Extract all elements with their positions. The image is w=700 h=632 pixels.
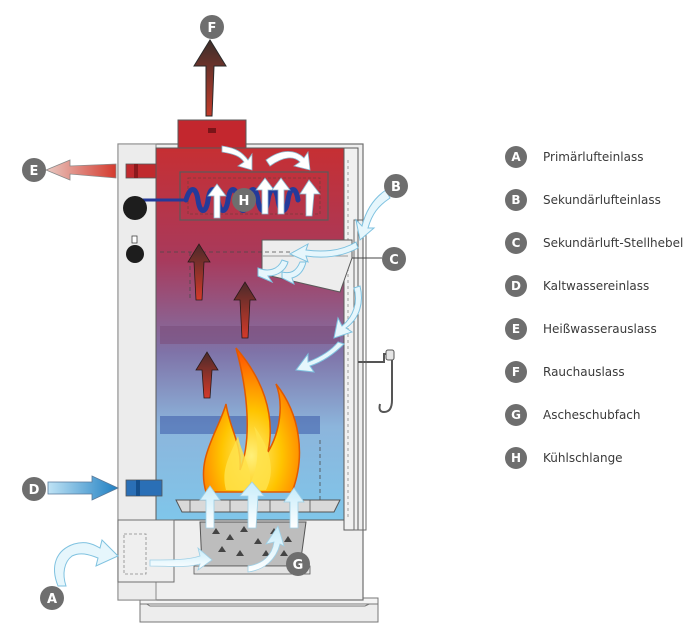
legend-label-d: Kaltwassereinlass [543,279,650,293]
door-handle [358,353,393,414]
legend-label-a: Primärlufteinlass [543,150,644,164]
legend-label-c: Sekundärluft-Stellhebel [543,236,684,250]
hot-water-pipe [125,163,157,179]
marker-e: E [22,158,46,182]
cold-water-inlet-arrow [47,475,119,501]
hot-air-arrows [187,243,257,399]
svg-text:G: G [293,558,304,573]
legend-label-f: Rauchauslass [543,365,625,379]
primary-air-inlet-arrow [54,539,119,587]
legend-badge-c: C [505,232,527,254]
cold-water-pipe [125,479,163,497]
control-knob-large [123,196,147,220]
legend-label-e: Heißwasserauslass [543,322,657,336]
legend-badge-e: E [505,318,527,340]
svg-text:B: B [391,180,401,195]
secondary-air-arrows [257,189,391,373]
heat-exchanger [179,171,329,221]
svg-text:F: F [208,21,217,36]
svg-text:H: H [239,194,250,209]
legend-badge-d: D [505,275,527,297]
marker-h: H [232,188,256,212]
primary-air-arrows [149,481,305,573]
legend-badge-h: H [505,447,527,469]
legend-item-e: E Heißwasserauslass [505,318,657,340]
flue-pipe-slot [208,128,216,133]
top-circulation-arrows [207,145,321,219]
legend-label-h: Kühlschlange [543,451,623,465]
marker-a: A [40,586,64,610]
legend-badge-g: G [505,404,527,426]
legend-item-b: B Sekundärlufteinlass [505,189,661,211]
svg-text:C: C [389,253,399,268]
marker-g: G [286,552,310,576]
legend-item-c: C Sekundärluft-Stellhebel [505,232,683,254]
ash-particles [212,526,292,556]
marker-d: D [22,477,46,501]
svg-text:E: E [30,164,39,179]
primary-air-inlet-box [117,519,175,583]
marker-b: B [384,174,408,198]
hot-water-outlet-arrow [44,159,117,181]
marker-c: C [382,247,406,271]
legend-item-h: H Kühlschlange [505,447,623,469]
legend-item-a: A Primärlufteinlass [505,146,643,168]
flue-pipe [177,119,247,149]
legend-item-f: F Rauchauslass [505,361,625,383]
legend-item-g: G Ascheschubfach [505,404,641,426]
svg-text:A: A [47,592,57,607]
legend-item-d: D Kaltwassereinlass [505,275,649,297]
legend-badge-a: A [505,146,527,168]
legend-badge-f: F [505,361,527,383]
svg-text:D: D [29,483,40,498]
legend-label-g: Ascheschubfach [543,408,641,422]
smoke-outlet-arrow [193,39,227,117]
legend-badge-b: B [505,189,527,211]
marker-f: F [200,15,224,39]
fire-flames [202,347,301,493]
door-frame [343,147,359,531]
legend-label-b: Sekundärlufteinlass [543,193,661,207]
control-knob-small [126,245,144,263]
